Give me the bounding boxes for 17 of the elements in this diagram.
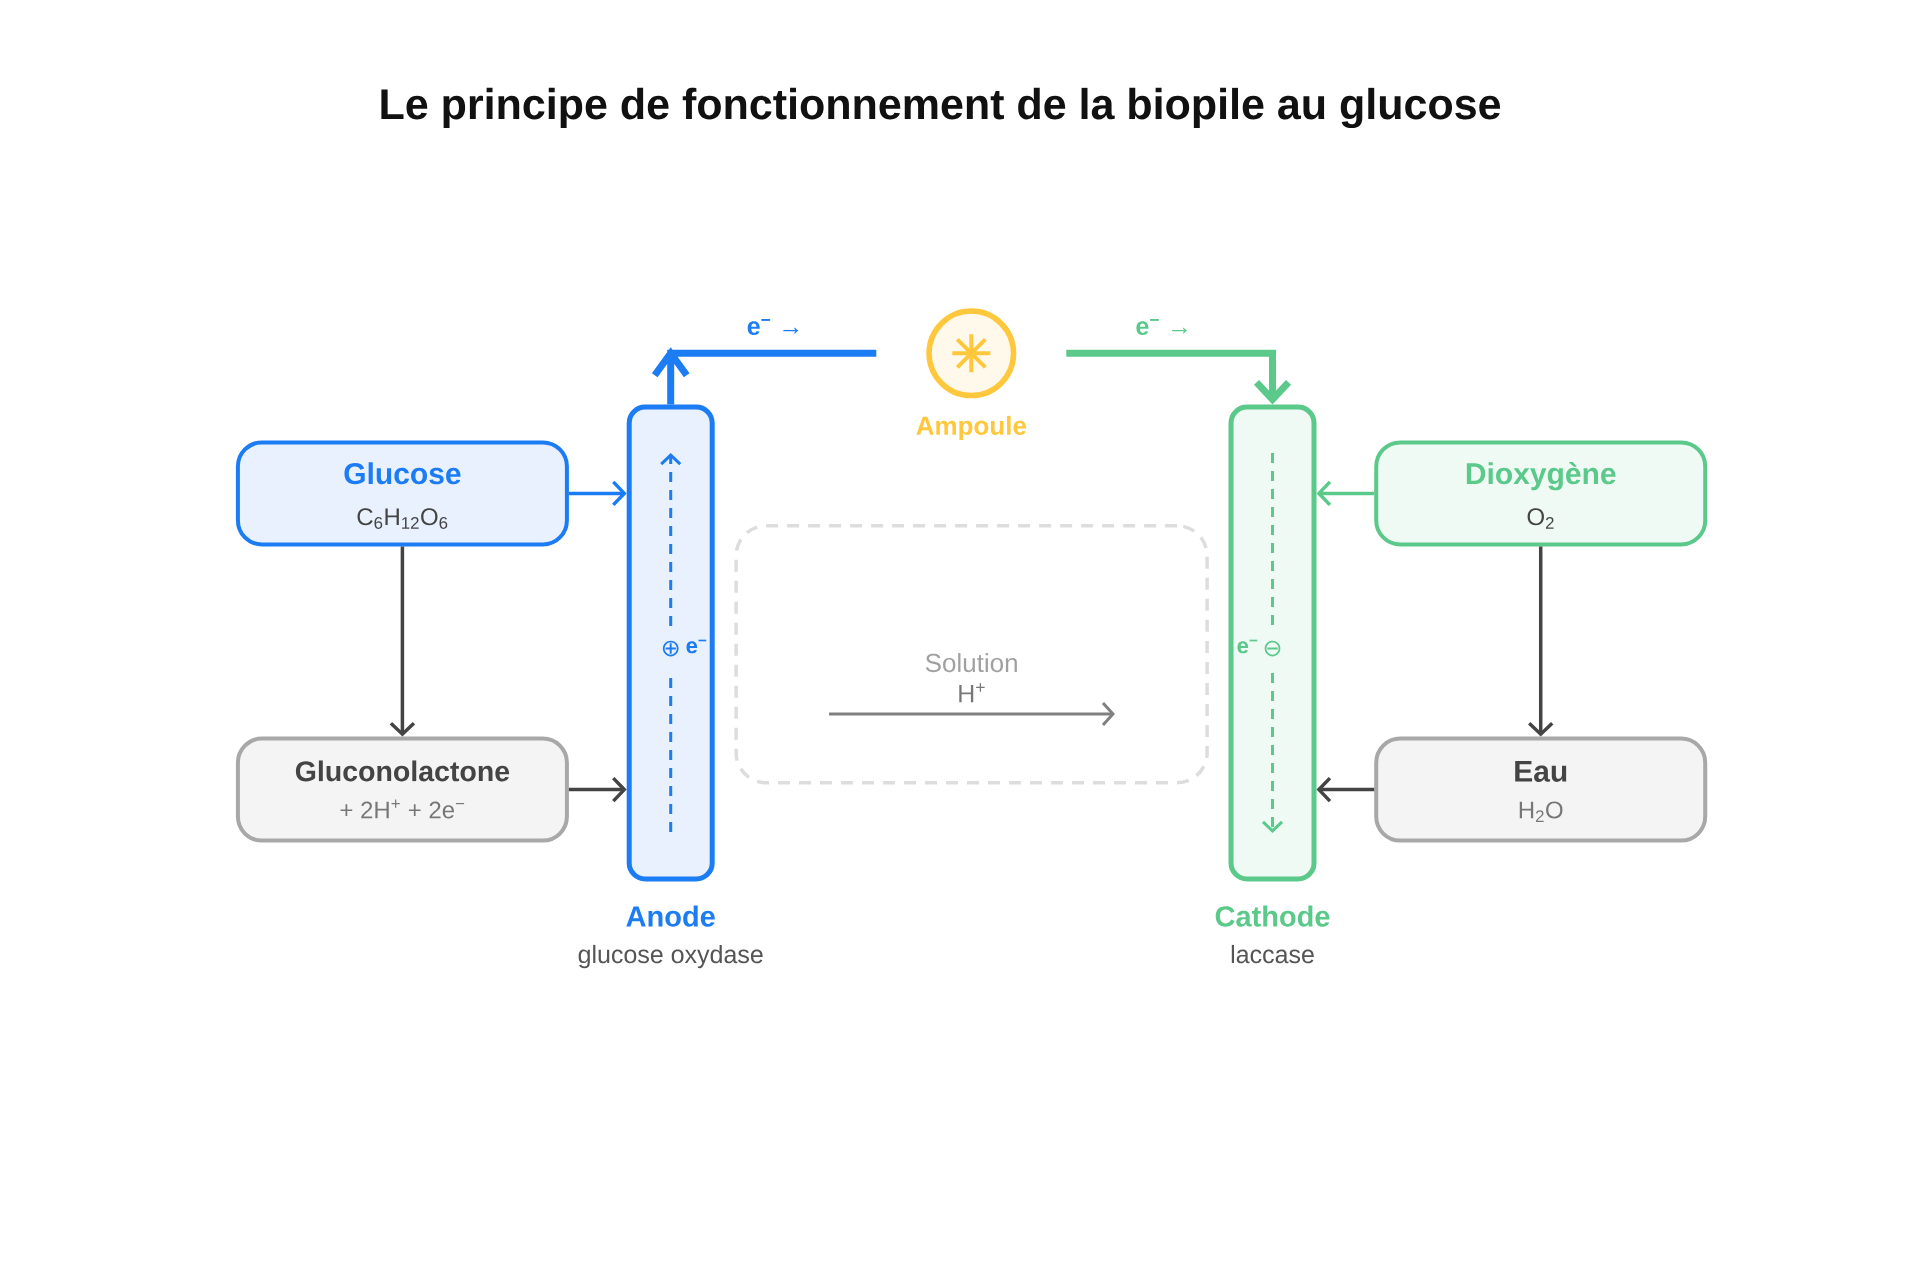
electrode-name: Cathode bbox=[1215, 905, 1330, 927]
dashed-region: Solution H$^{+}$ bbox=[734, 523, 1209, 785]
process-box: Glucose C$_{6}$H$_{12}$O$_{6}$ bbox=[235, 440, 569, 547]
title: Le principe de fonctionnement de la biopile au glucose bbox=[381, 87, 1501, 129]
electrode-name: Anode bbox=[626, 905, 715, 927]
lamp-label: Ampoule bbox=[916, 415, 1027, 441]
electron-label: e$^{−}$ bbox=[1237, 639, 1258, 654]
charge-symbol: ⊖ bbox=[1264, 640, 1281, 657]
process-box: Eau H$_{2}$O bbox=[1374, 736, 1708, 843]
electron-label: e$^{−}$ bbox=[686, 639, 707, 654]
charge-symbol: ⊕ bbox=[662, 640, 679, 657]
process-box: Dioxygène O$_{2}$ bbox=[1374, 440, 1708, 547]
enzyme-name: glucose oxydase bbox=[578, 944, 763, 969]
edge-label: e$^{−}$ → bbox=[1136, 319, 1187, 336]
process-box: Gluconolactone + 2H$^{+}$ + 2e$^{−}$ bbox=[235, 736, 569, 843]
enzyme-name: laccase bbox=[1231, 944, 1314, 964]
edge-label: e$^{−}$ → bbox=[747, 319, 799, 336]
